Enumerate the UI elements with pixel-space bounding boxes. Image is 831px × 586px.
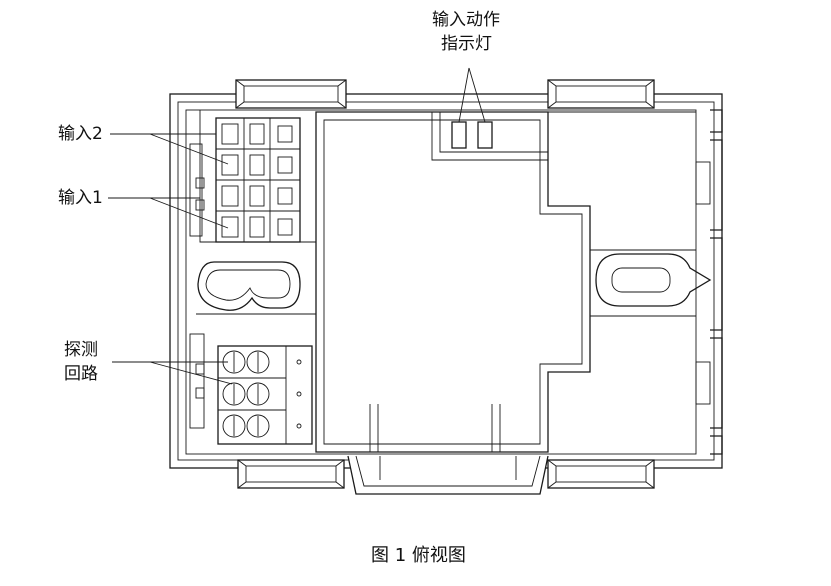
left-mounting-keyhole [197, 261, 301, 311]
left-terminal-panel [189, 110, 316, 315]
input2-label: 输入2 [58, 124, 103, 144]
figure-caption: 图 1 俯视图 [371, 545, 466, 566]
detect-label-line1: 探测 [64, 340, 98, 360]
housing-outline [169, 93, 723, 469]
indicator-label-line1: 输入动作 [432, 10, 500, 30]
leader-lines [108, 67, 486, 385]
detect-label-line2: 回路 [64, 364, 98, 384]
central-cover [315, 111, 591, 453]
input-action-indicator-leds [451, 121, 493, 149]
right-side-tabs [695, 109, 723, 455]
right-mounting-keyhole [548, 111, 712, 317]
bottom-center-tab [347, 455, 549, 495]
input-terminal-block [215, 117, 301, 243]
bottom-right-clip [547, 459, 655, 489]
top-left-clip [235, 79, 347, 109]
top-right-clip [547, 79, 655, 109]
input1-label: 输入1 [58, 188, 103, 208]
bottom-left-clip [237, 459, 345, 489]
indicator-label-line2: 指示灯 [441, 34, 492, 54]
detect-loop-terminal-block [189, 333, 313, 445]
